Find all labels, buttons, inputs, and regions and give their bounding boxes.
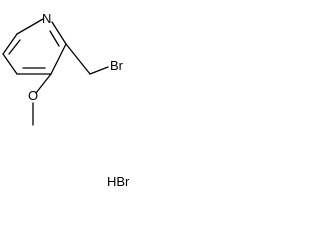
bond-ch2-br (89, 66, 109, 75)
bond-c5-c6-inner (8, 39, 21, 55)
atom-label-bromine: Br (110, 58, 124, 73)
bromomethyl-group (65, 43, 109, 75)
bond-c2-ch2 (65, 43, 91, 75)
chemical-structure: N Br O HBr (2, 11, 130, 188)
pyridine-ring (2, 18, 67, 75)
bond-c6-n (16, 18, 44, 35)
atom-label-nitrogen: N (42, 11, 51, 26)
atom-label-oxygen: O (28, 88, 38, 103)
bond-c5-c6 (2, 33, 18, 55)
bond-c3-o (35, 73, 52, 94)
bond-c4-c5 (2, 53, 18, 75)
bond-c2-c3 (50, 43, 67, 75)
methoxy-group (32, 73, 52, 126)
bond-n-c2 (51, 21, 67, 45)
bond-n-c2-inner (49, 30, 60, 47)
salt-label: HBr (107, 174, 130, 188)
